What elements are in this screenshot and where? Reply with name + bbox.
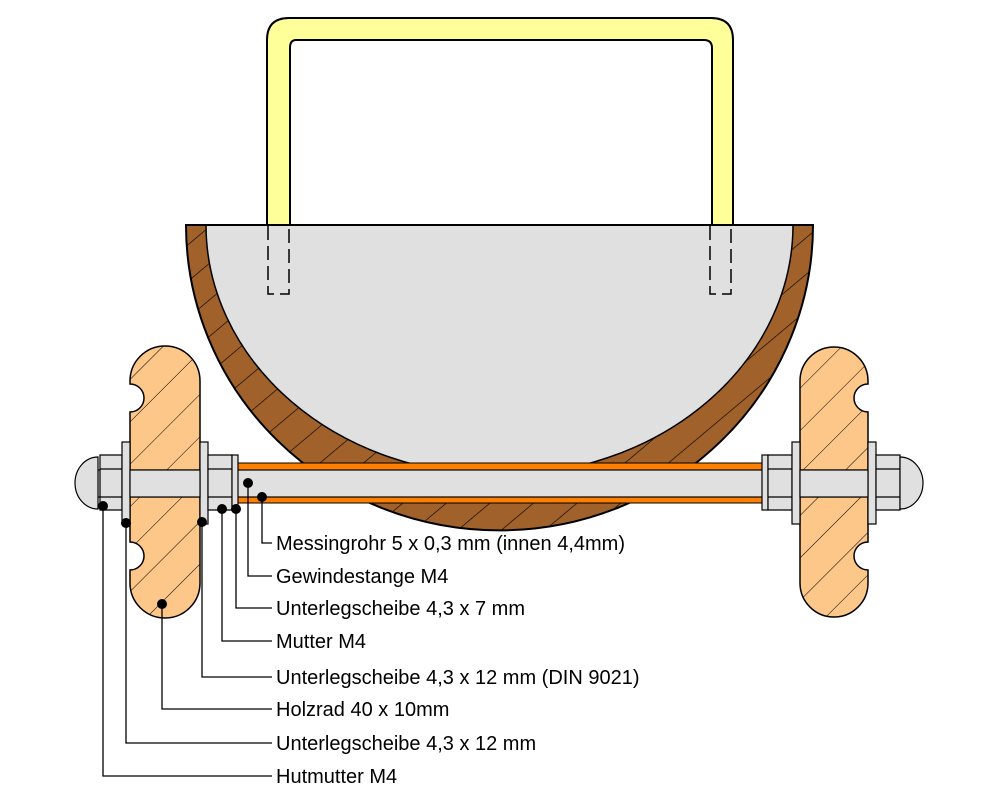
- label-washer-din: Unterlegscheibe 4,3 x 12 mm (DIN 9021): [276, 667, 640, 689]
- label-threaded-rod: Gewindestange M4: [276, 566, 448, 588]
- leader-lines: [102, 483, 272, 777]
- left-nut: [207, 454, 233, 511]
- left-washer-outer: [121, 441, 131, 525]
- left-washer-small: [231, 454, 239, 511]
- leader-dots: [98, 478, 267, 609]
- label-wheel: Holzrad 40 x 10mm: [276, 699, 449, 721]
- label-nut: Mutter M4: [276, 631, 366, 653]
- hidden-handle-legs: [267, 226, 732, 295]
- handle: [266, 17, 734, 229]
- label-washer-small: Unterlegscheibe 4,3 x 7 mm: [276, 598, 525, 620]
- left-washer-din: [199, 441, 209, 525]
- right-hardware: [761, 441, 924, 525]
- label-cap-nut: Hutmutter M4: [276, 766, 397, 788]
- label-brass-tube: Messingrohr 5 x 0,3 mm (innen 4,4mm): [276, 533, 625, 555]
- label-washer-large: Unterlegscheibe 4,3 x 12 mm: [276, 733, 536, 755]
- left-cap-nut: [74, 456, 99, 510]
- left-hardware: [74, 441, 239, 525]
- left-cap-nut-hex: [99, 454, 123, 511]
